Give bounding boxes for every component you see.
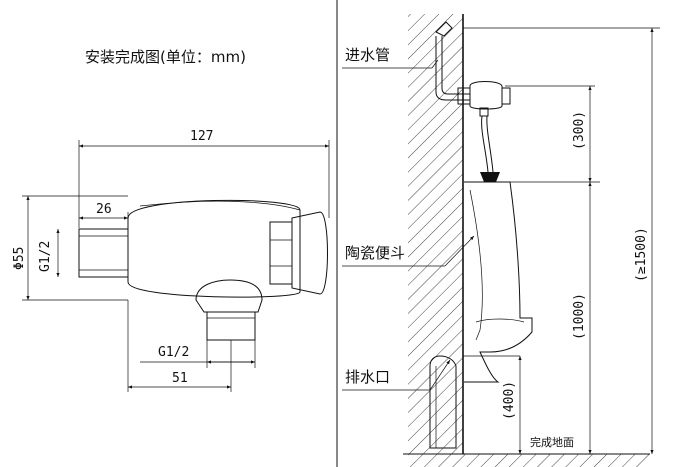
pipe-cap bbox=[435, 21, 453, 37]
valve-outlet bbox=[479, 107, 489, 117]
dim-51: 51 bbox=[172, 371, 188, 386]
urinal-lip bbox=[475, 318, 525, 323]
button-stem bbox=[269, 221, 293, 285]
flush-valve bbox=[469, 81, 503, 110]
drain-pipe bbox=[429, 355, 457, 449]
leader-inlet-tip bbox=[431, 59, 439, 69]
outlet-thread bbox=[206, 311, 256, 341]
inlet-thread bbox=[78, 228, 129, 278]
flush-button bbox=[501, 87, 511, 105]
push-button bbox=[291, 211, 328, 295]
dim-diameter: Φ55 bbox=[12, 247, 27, 270]
label-inlet-pipe: 进水管 bbox=[345, 46, 390, 64]
leader-drain-tip bbox=[429, 359, 451, 391]
label-urinal: 陶瓷便斗 bbox=[345, 244, 405, 262]
label-floor: 完成地面 bbox=[530, 435, 574, 449]
dim-26: 26 bbox=[96, 202, 112, 217]
urinal-body bbox=[464, 181, 533, 383]
dim-300: (300) bbox=[572, 111, 587, 150]
drawing-title: 安装完成图(单位：mm) bbox=[85, 48, 246, 66]
urinal-inner bbox=[469, 189, 483, 341]
dim-1000: (1000) bbox=[572, 293, 587, 340]
inlet-pipe-elbow bbox=[435, 91, 470, 101]
leader-urinal-tip bbox=[444, 235, 475, 267]
flush-pipe-l bbox=[481, 115, 489, 173]
thread-label-top: G1/2 bbox=[38, 241, 53, 272]
dim-1500: (≥1500) bbox=[634, 227, 649, 282]
thread-label-bottom: G1/2 bbox=[158, 345, 189, 360]
dim-400: (400) bbox=[502, 381, 517, 420]
valve-body bbox=[127, 199, 301, 298]
dim-127: 127 bbox=[190, 129, 213, 144]
spud bbox=[480, 172, 500, 182]
outlet-neck bbox=[195, 279, 263, 313]
valve-body-highlight bbox=[139, 200, 301, 211]
label-drain: 排水口 bbox=[345, 368, 390, 386]
flush-pipe-r bbox=[486, 115, 494, 173]
floor-hatch bbox=[408, 454, 650, 467]
inlet-pipe-elbow-inner bbox=[441, 87, 470, 95]
